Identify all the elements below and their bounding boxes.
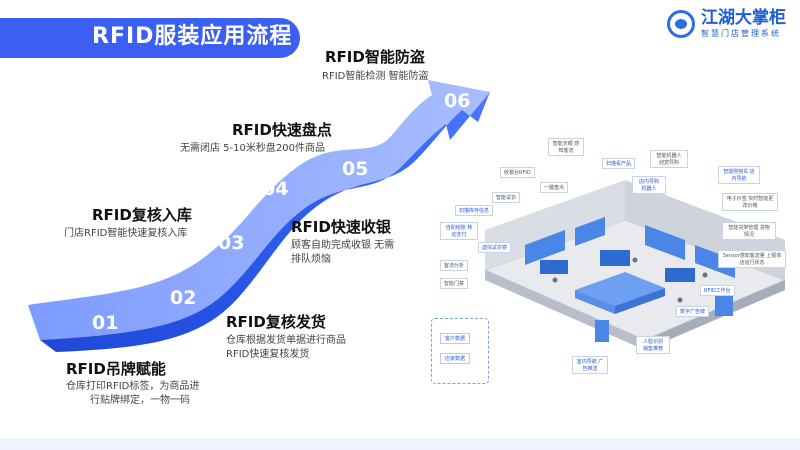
legend-customer-data: 客户数据 — [440, 333, 471, 344]
label-smart-robot: 智能机器人 迎宾导购 — [650, 150, 688, 168]
shelf — [525, 230, 565, 265]
counter — [575, 290, 615, 314]
step-desc-05: 顾客自助完成收银 无需 排队烦恼 — [291, 240, 395, 265]
page-title: RFID服装应用流程 — [92, 24, 293, 49]
digital-screen — [715, 290, 733, 316]
rack — [665, 268, 695, 282]
rack — [600, 250, 630, 266]
store-wall — [485, 180, 625, 270]
counter — [615, 288, 665, 314]
logo-name: 江湖大掌柜 — [701, 8, 786, 28]
step-desc-03: 门店RFID智能快速复核入库 — [64, 228, 188, 239]
shopper — [632, 257, 638, 263]
step-desc-04: 无需闭店 5-10米秒盘200件商品 — [180, 143, 325, 154]
step-title-03: RFID复核入库 — [92, 206, 192, 224]
label-instore-ad: 室内导航 广告推送 — [572, 356, 608, 374]
rack — [540, 260, 568, 274]
step-number-06: 06 — [444, 90, 471, 112]
bottom-bar — [0, 438, 800, 450]
label-virtual-mirror: 虚拟试衣镜 — [478, 242, 512, 253]
shopper — [677, 297, 683, 303]
shopper — [552, 277, 558, 283]
label-scan-info: 扫描库存信息 — [455, 205, 494, 216]
label-rfid-station: RFID工作台 — [700, 285, 735, 296]
step-title-02: RFID复核发货 — [226, 313, 326, 331]
label-face-id: 人脸识别 销售推荐 — [636, 336, 670, 354]
step-title-04: RFID快速盘点 — [232, 121, 332, 139]
label-customer-analysis: 客流分析 — [440, 260, 469, 271]
label-one-click: 一键盘点 — [540, 182, 569, 193]
step-number-01: 01 — [92, 312, 119, 334]
label-cashier: 收银台RFID — [500, 167, 535, 178]
label-digital-ad: 数字广告牌 — [676, 306, 710, 317]
step-desc-01: 仓库打印RFID标签，为商品进 行贴牌绑定，一物一码 — [66, 381, 200, 406]
label-instore-nav: 店内导购 机器人 — [632, 176, 666, 194]
logo-tagline: 智慧门店管理系统 — [701, 29, 781, 38]
label-smart-shelf: 智能货架管理 货物情况 — [722, 222, 776, 240]
data-legend: 客户数据 店家数据 — [431, 318, 489, 384]
step-number-03: 03 — [218, 232, 245, 254]
label-new-product: 扫描看产品 — [602, 158, 636, 169]
label-smart-cart: 智能购物车 店内导航 — [718, 166, 760, 184]
step-title-05: RFID快速收银 — [291, 218, 391, 236]
counter — [575, 272, 665, 306]
step-title-01: RFID吊牌赋能 — [66, 360, 166, 378]
step-number-02: 02 — [170, 287, 197, 309]
brand-logo: 江湖大掌柜 智慧门店管理系统 — [667, 8, 786, 40]
smart-store-illustration — [483, 180, 787, 350]
step-desc-02: 仓库根据发货单据进行商品 RFID快速复核发货 — [226, 335, 346, 360]
step-desc-06: RFID智能检测 智能防盗 — [322, 71, 429, 82]
step-number-05: 05 — [342, 158, 369, 180]
step-number-04: 04 — [262, 178, 289, 200]
digital-screen — [595, 320, 609, 342]
label-smart-fitting: 智能试衣 — [492, 192, 521, 203]
label-camera: 智能天眼 感知客流 — [548, 138, 584, 156]
shelf — [695, 245, 735, 278]
label-sensor: Sensor感知客流量 上报商店运行状态 — [718, 250, 786, 268]
shelf — [645, 225, 685, 260]
shopper — [702, 272, 708, 278]
shelf — [575, 217, 605, 246]
label-smart-door: 智能门禁 — [440, 278, 469, 289]
ribbon-body — [28, 80, 490, 340]
logo-icon — [667, 10, 695, 38]
title-bar — [0, 18, 300, 58]
label-self-pay: 自助结账 移动支付 — [440, 222, 478, 240]
step-title-06: RFID智能防盗 — [325, 48, 425, 66]
legend-store-data: 店家数据 — [440, 353, 471, 364]
label-e-price: 电子价签 实时智能更改价格 — [722, 193, 778, 211]
